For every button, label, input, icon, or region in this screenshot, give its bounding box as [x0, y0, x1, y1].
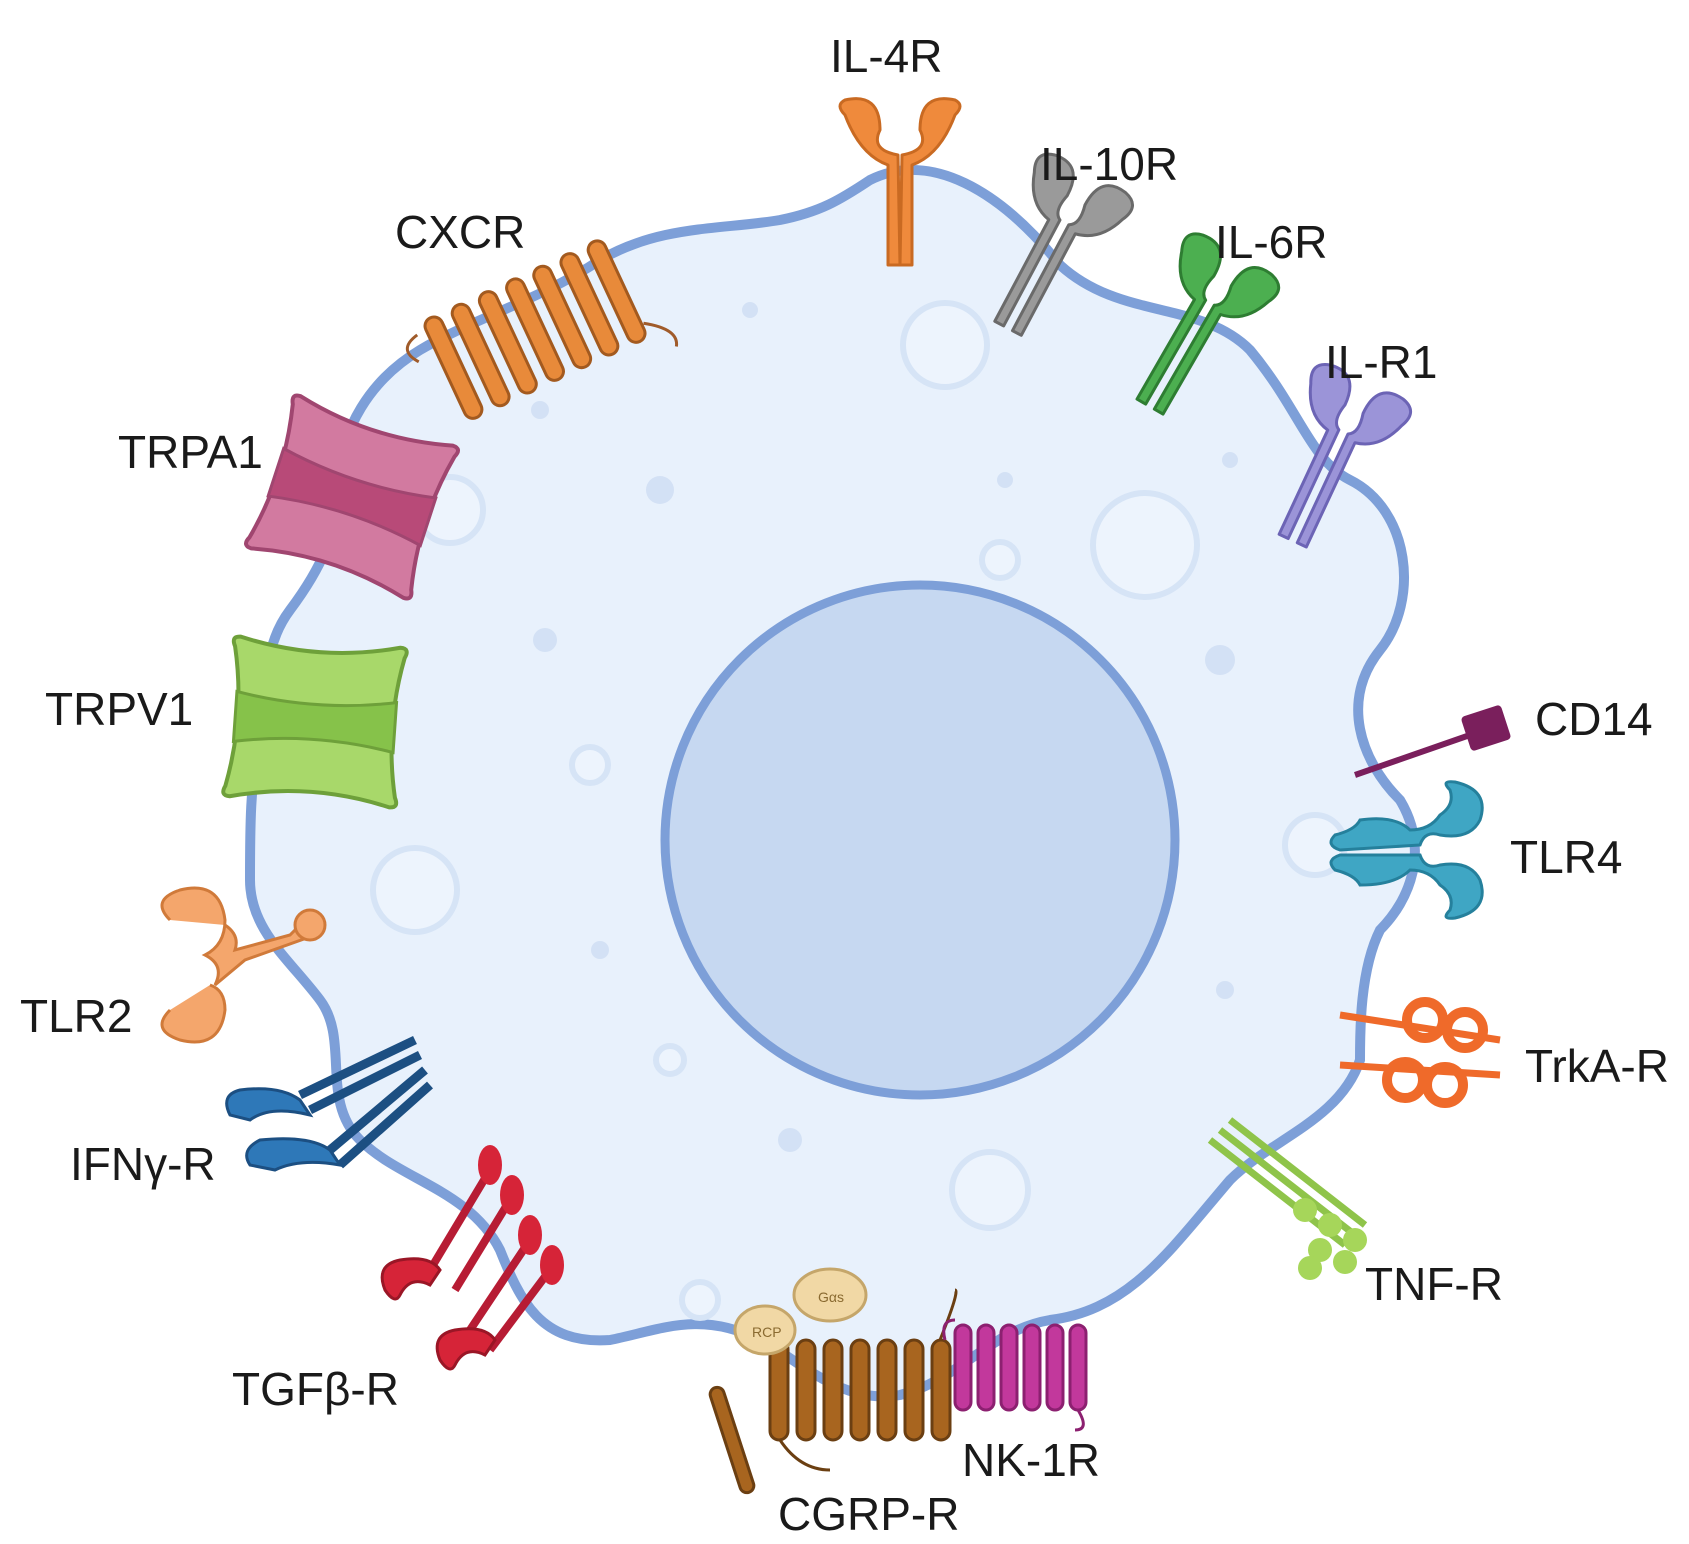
nk1r-label: NK-1R: [962, 1434, 1100, 1486]
trpv1-channel-icon: [221, 634, 409, 810]
vesicle: [1090, 490, 1200, 600]
il6r-label: IL-6R: [1215, 216, 1327, 268]
tnf-r-receptor-icon: [1207, 1117, 1368, 1280]
granule: [742, 302, 758, 318]
ifng-r-receptor-icon: [225, 1035, 433, 1172]
rcp-protein-icon: [733, 1304, 797, 1356]
granule: [1222, 452, 1238, 468]
rcp-label: RCP: [752, 1324, 782, 1340]
granule: [1205, 645, 1235, 675]
nucleus: [660, 580, 1180, 1100]
granule: [997, 472, 1013, 488]
trka-r-label: TrkA-R: [1525, 1040, 1669, 1092]
granule: [531, 401, 549, 419]
il10r-label: IL-10R: [1040, 138, 1178, 190]
tnf-r-label: TNF-R: [1365, 1258, 1503, 1310]
vesicle: [979, 539, 1021, 581]
tlr4-receptor-icon: [1329, 780, 1484, 920]
tgfb-r-label: TGFβ-R: [232, 1363, 399, 1415]
trpa1-label: TRPA1: [118, 426, 263, 478]
vesicle: [370, 845, 460, 935]
galpha-label: Gαs: [818, 1289, 844, 1305]
trka-r-receptor-icon: [1339, 997, 1501, 1108]
tlr2-label: TLR2: [20, 990, 132, 1042]
trpa1-channel-icon: [244, 393, 460, 601]
vesicle: [653, 1043, 687, 1077]
galpha-protein-icon: [792, 1267, 868, 1323]
vesicle: [949, 1149, 1031, 1231]
cgrp-r-receptor-icon: RCP Gαs: [708, 1267, 958, 1495]
il6r-receptor-icon: [1135, 232, 1281, 416]
vesicle: [569, 744, 611, 786]
cd14-receptor-icon: [1354, 705, 1511, 778]
il4r-label: IL-4R: [830, 30, 942, 82]
cd14-label: CD14: [1535, 693, 1653, 745]
ilr1-receptor-icon: [1277, 363, 1413, 549]
nk1r-receptor-icon: [942, 1318, 1088, 1432]
vesicle: [679, 1279, 721, 1321]
tlr4-label: TLR4: [1510, 831, 1622, 883]
granule: [778, 1128, 802, 1152]
granule: [591, 941, 609, 959]
granule: [533, 628, 557, 652]
cgrp-r-label: CGRP-R: [778, 1488, 959, 1539]
vesicle: [900, 300, 990, 390]
granule: [1216, 981, 1234, 999]
il4r-receptor-icon: [838, 97, 962, 267]
granule: [646, 476, 674, 504]
tlr2-receptor-icon: [160, 886, 327, 1044]
cxcr-receptor-icon: [405, 239, 678, 420]
cxcr-label: CXCR: [395, 206, 525, 258]
ilr1-label: IL-R1: [1325, 336, 1437, 388]
trpv1-label: TRPV1: [45, 683, 193, 735]
il10r-receptor-icon: [993, 152, 1134, 337]
tgfb-r-receptor-icon: [380, 1145, 564, 1371]
ifng-r-label: IFNγ-R: [70, 1138, 216, 1190]
